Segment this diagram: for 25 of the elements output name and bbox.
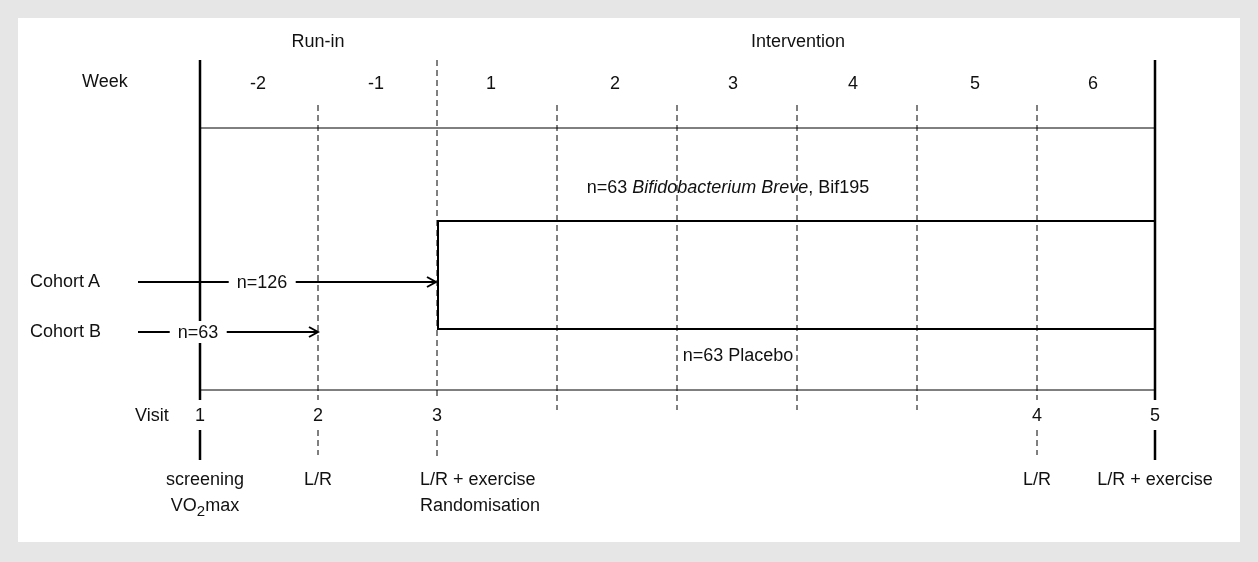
week-number: 1 <box>486 72 496 94</box>
row-label: Visit <box>135 404 169 426</box>
phase-label: Run-in <box>291 30 345 52</box>
week-number: 4 <box>848 72 858 94</box>
edge-label: n=63 <box>169 321 227 343</box>
week-number: -2 <box>250 72 266 94</box>
row-label: Week <box>82 70 128 92</box>
week-number: 3 <box>728 72 738 94</box>
phase-label: Intervention <box>750 30 846 52</box>
arm-box <box>437 220 1155 330</box>
week-number: 5 <box>970 72 980 94</box>
cohort-label: Cohort B <box>30 320 102 344</box>
visit-number: screening <box>166 468 244 490</box>
arm-label: n=63 Placebo <box>682 344 794 366</box>
cohort-label: Cohort A <box>30 270 101 294</box>
week-number: -1 <box>368 72 384 94</box>
visit-note: L/R <box>1023 468 1051 490</box>
visit-note: L/R + exercise <box>1097 468 1213 490</box>
week-number: 6 <box>1088 72 1098 94</box>
arm-label: n=63 Bifidobacterium Breve, Bif195 <box>586 176 870 198</box>
visit-note: L/R + exercise <box>420 468 536 490</box>
visit-note: L/R <box>304 468 332 490</box>
visit-note: Randomisation <box>420 494 541 516</box>
visit-note: VO$_{2}$max <box>170 494 240 521</box>
week-number: 2 <box>610 72 620 94</box>
